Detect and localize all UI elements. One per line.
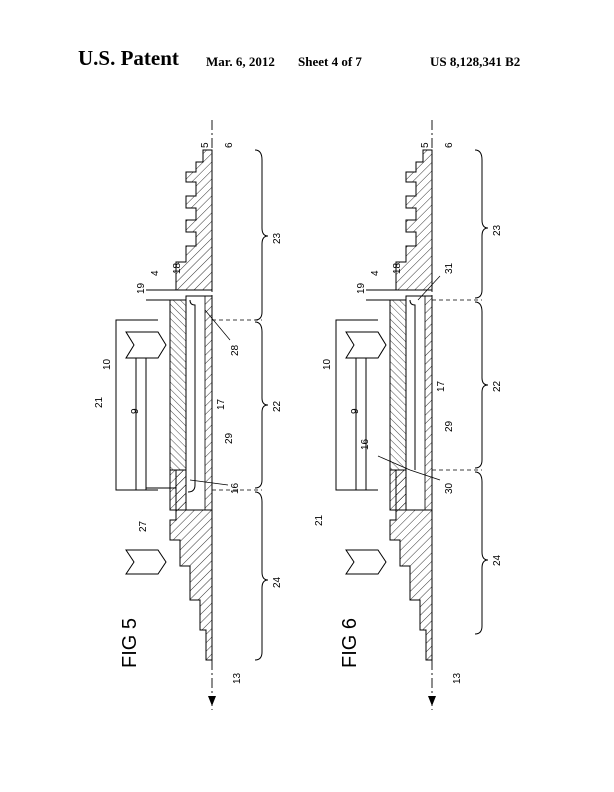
fig6-shaft-body xyxy=(395,149,433,291)
header-sheet-number: Sheet 4 of 7 xyxy=(298,54,362,69)
fig6-shaft-lower xyxy=(389,469,433,661)
fig5-leader-16 xyxy=(189,479,229,486)
fig5-cavity-end xyxy=(169,469,187,511)
fig5-shaft-body xyxy=(175,149,213,291)
fig6-ref-30: 30 xyxy=(444,482,455,494)
fig5-leader-28 xyxy=(204,309,231,341)
fig5-ref-28: 28 xyxy=(230,344,241,356)
fig5-shaft-lower xyxy=(169,469,213,661)
fig5-seal-tip xyxy=(125,331,167,359)
fig6-ref-24: 24 xyxy=(492,554,503,566)
fig6-label: FIG 6 xyxy=(339,618,361,668)
fig6-ref-21: 21 xyxy=(314,514,325,526)
fig6-cavity-liner xyxy=(424,295,433,511)
fig5-label: FIG 5 xyxy=(119,618,141,668)
fig5-ref-17: 17 xyxy=(216,398,227,410)
header-title: U.S. Patent xyxy=(78,46,179,70)
fig5-ref-29: 29 xyxy=(224,432,235,444)
fig6-ref-9: 9 xyxy=(350,408,361,414)
fig5-ref-10: 10 xyxy=(102,358,113,370)
fig6-leader-31 xyxy=(417,275,441,301)
fig5-ref-19: 19 xyxy=(136,282,147,294)
header-date: Mar. 6, 2012 xyxy=(206,54,275,69)
fig5-axis-arrow xyxy=(208,696,216,706)
fig5-ref-9: 9 xyxy=(130,408,141,414)
fig6-brace-23 xyxy=(474,149,489,299)
fig6-ref-17: 17 xyxy=(436,380,447,392)
header-patent-number: US 8,128,341 B2 xyxy=(430,54,521,69)
fig5-ref-24: 24 xyxy=(272,576,283,588)
fig6-ref-29: 29 xyxy=(444,420,455,432)
fig5-brace-24 xyxy=(254,491,269,661)
fig5-ref-27: 27 xyxy=(138,520,149,532)
fig6-cavity-end xyxy=(389,469,407,511)
fig6-ref-19: 19 xyxy=(356,282,367,294)
fig6-leader-16 xyxy=(377,455,411,471)
fig5-ref-22: 22 xyxy=(272,400,283,412)
fig6-ref-18: 18 xyxy=(392,262,403,274)
fig6-ref-31: 31 xyxy=(444,262,455,274)
fig6-brace-24 xyxy=(474,471,489,635)
fig5-figure: FIG 5 5 6 23 4 18 19 10 28 21 9 17 22 29… xyxy=(94,120,283,710)
fig6-ref-4: 4 xyxy=(370,270,381,276)
fig5-ref-18: 18 xyxy=(172,262,183,274)
fig5-ref-16: 16 xyxy=(230,482,241,494)
fig5-ref-13: 13 xyxy=(232,672,243,684)
fig5-ref-21: 21 xyxy=(94,396,105,408)
fig6-channel xyxy=(409,299,416,470)
fig6-ref-16: 16 xyxy=(360,438,371,450)
fig6-bracket-21 xyxy=(335,319,378,491)
fig6-ref-6: 6 xyxy=(444,142,455,148)
fig6-seal-tip xyxy=(345,331,387,359)
fig6-ref-10: 10 xyxy=(322,358,333,370)
fig6-ref-13: 13 xyxy=(452,672,463,684)
fig5-ref-4: 4 xyxy=(150,270,161,276)
fig5-ref-23: 23 xyxy=(272,232,283,244)
fig6-lower-seal xyxy=(345,549,387,575)
fig6-leader-30 xyxy=(409,469,441,481)
fig5-channel xyxy=(187,299,196,493)
fig5-brace-23 xyxy=(254,149,269,321)
fig6-figure: FIG 6 5 6 23 4 18 31 19 10 17 22 9 16 29… xyxy=(314,120,503,710)
fig6-brace-22 xyxy=(474,301,489,469)
fig6-axis-arrow xyxy=(428,696,436,706)
fig5-lower-seal xyxy=(125,549,167,575)
fig5-cavity-liner xyxy=(204,295,213,511)
fig6-ref-22: 22 xyxy=(492,380,503,392)
fig6-ref-23: 23 xyxy=(492,224,503,236)
fig5-bracket-21 xyxy=(115,319,158,491)
fig5-ref-6: 6 xyxy=(224,142,235,148)
fig5-ref-5: 5 xyxy=(200,142,211,148)
fig6-ref-5: 5 xyxy=(420,142,431,148)
fig5-brace-22 xyxy=(254,321,269,489)
